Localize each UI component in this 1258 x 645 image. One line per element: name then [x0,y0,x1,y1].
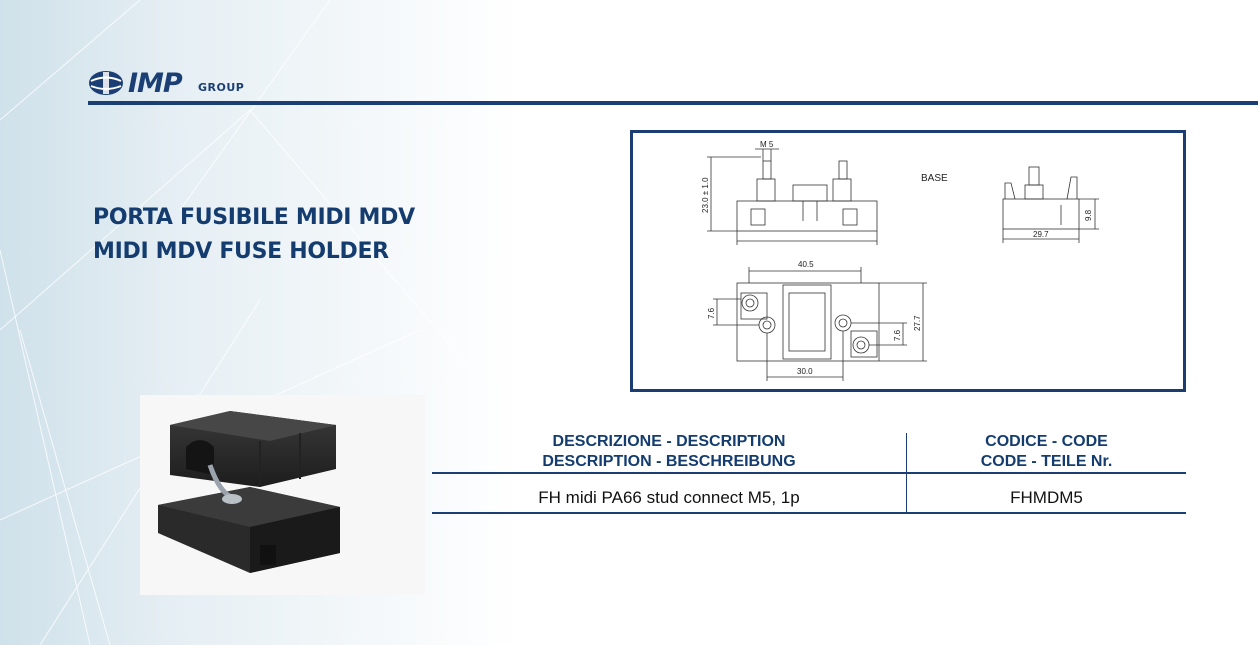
dim-width-side: 29.7 [1033,230,1049,239]
imp-group-logo: IMP GROUP [88,66,248,102]
code-cell: FHMDM5 [1010,488,1083,507]
description-header: DESCRIZIONE - DESCRIPTION DESCRIPTION - … [432,432,906,472]
header-rule-bottom [432,472,1186,474]
dim-depth: 27.7 [913,315,922,331]
dim-offset-left: 7.6 [707,307,716,319]
product-title: PORTA FUSIBILE MIDI MDV MIDI MDV FUSE HO… [93,201,415,269]
description-header-line2: DESCRIPTION - BESCHREIBUNG [542,453,796,470]
code-header-line2: CODE - TEILE Nr. [980,453,1113,470]
globe-icon [89,71,123,95]
technical-drawing-svg: M 5 23.0 ± 1.0 BASE 29.7 9.8 40.5 7.6 7.… [701,140,1099,381]
dim-height-side: 9.8 [1084,209,1093,221]
fuse-holder-illustration [158,411,340,573]
description-header-line1: DESCRIZIONE - DESCRIPTION [552,433,786,450]
header-rule [88,101,1258,105]
label-base: BASE [921,173,948,184]
code-header: CODICE - CODE CODE - TEILE Nr. [907,432,1186,472]
description-cell: FH midi PA66 stud connect M5, 1p [538,488,800,507]
dim-height: 23.0 ± 1.0 [701,177,710,213]
logo-group-text: GROUP [198,81,245,94]
title-italian: PORTA FUSIBILE MIDI MDV [93,205,415,230]
dim-span-bottom: 30.0 [797,367,813,376]
dim-stud: M 5 [760,140,774,149]
product-photo [140,395,425,595]
row-rule-bottom [432,512,1186,514]
logo-imp-text: IMP [128,68,183,99]
dim-offset-right: 7.6 [893,329,902,341]
title-english: MIDI MDV FUSE HOLDER [93,239,389,264]
spec-table-header: DESCRIZIONE - DESCRIPTION DESCRIPTION - … [432,428,1186,473]
dim-span-top: 40.5 [798,260,814,269]
technical-drawing: M 5 23.0 ± 1.0 BASE 29.7 9.8 40.5 7.6 7.… [630,130,1186,392]
code-header-line1: CODICE - CODE [985,433,1108,450]
